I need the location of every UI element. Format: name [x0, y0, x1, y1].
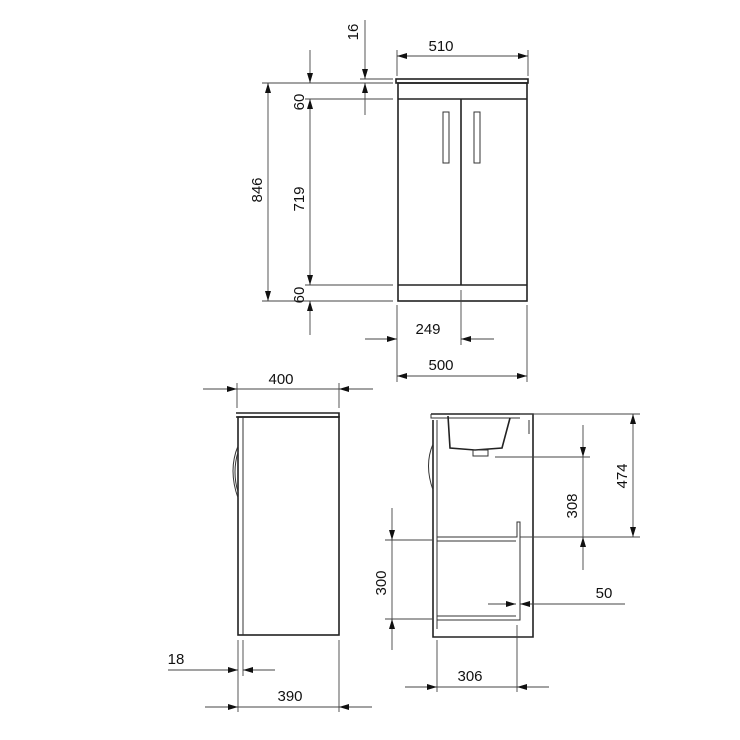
label-308: 308 — [564, 493, 581, 518]
left-handle — [442, 111, 450, 164]
side-body — [237, 416, 340, 636]
label-60-top: 60 — [291, 94, 308, 111]
label-60-bottom: 60 — [291, 287, 308, 304]
label-510: 510 — [428, 38, 453, 55]
label-16: 16 — [345, 24, 362, 41]
side-handle — [232, 445, 239, 499]
section-view: 474 308 300 50 306 — [373, 413, 640, 692]
label-500: 500 — [428, 357, 453, 374]
label-719: 719 — [291, 186, 308, 211]
basin — [447, 415, 511, 451]
drawer — [437, 521, 521, 621]
cabinet-body — [397, 82, 528, 302]
label-50: 50 — [596, 585, 613, 602]
section-handle — [428, 443, 434, 491]
label-306: 306 — [457, 668, 482, 685]
front-view: 510 16 846 60 719 60 249 500 — [249, 20, 529, 382]
label-846: 846 — [249, 177, 266, 202]
label-400: 400 — [268, 371, 293, 388]
waste — [472, 449, 489, 457]
section-body — [431, 413, 534, 638]
label-300: 300 — [373, 570, 390, 595]
label-18: 18 — [168, 651, 185, 668]
side-view: 400 18 390 — [168, 371, 373, 712]
label-249: 249 — [415, 321, 440, 338]
right-handle — [473, 111, 481, 164]
label-390: 390 — [277, 688, 302, 705]
label-474: 474 — [614, 463, 631, 488]
